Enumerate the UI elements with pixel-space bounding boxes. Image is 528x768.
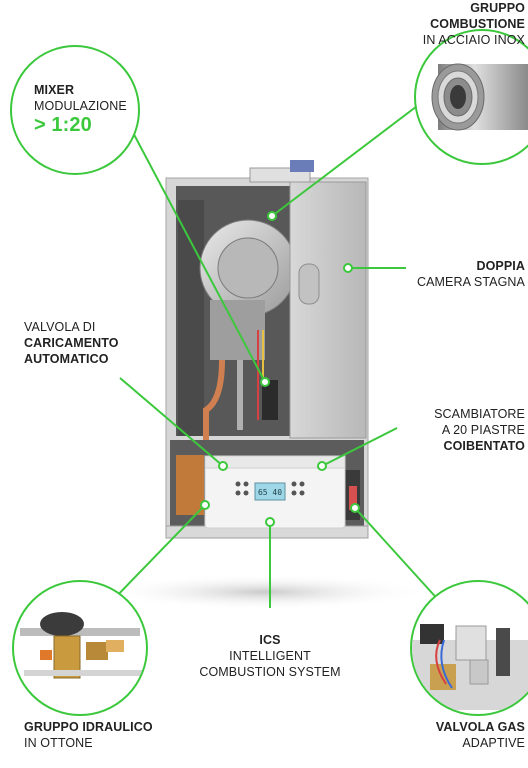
label-gruppo-idraulico-bold: GRUPPO IDRAULICO xyxy=(24,720,153,734)
leader-dots xyxy=(200,211,360,527)
label-valvola-gas: VALVOLA GAS ADAPTIVE xyxy=(436,719,525,751)
label-mixer-bold: MIXER xyxy=(34,83,75,97)
label-gruppo-idraulico-normal: IN OTTONE xyxy=(24,736,93,750)
label-valvola-caricamento: VALVOLA DI CARICAMENTO AUTOMATICO xyxy=(24,319,119,367)
leader-lines xyxy=(109,99,443,608)
label-valvola-caricamento-normal: VALVOLA DI xyxy=(24,320,96,334)
gas-valve-icon xyxy=(410,580,528,716)
boiler-illustration xyxy=(165,160,369,539)
label-mixer-highlight: > 1:20 xyxy=(34,114,92,136)
label-ics-bold: ICS xyxy=(259,633,281,647)
label-ics-normal1: INTELLIGENT xyxy=(229,649,311,663)
label-ics-normal2: COMBUSTION SYSTEM xyxy=(199,665,341,679)
combustion-group-icon xyxy=(414,29,528,165)
label-scambiatore-normal2: A 20 PIASTRE xyxy=(441,423,525,437)
label-gruppo-combustione: GRUPPO COMBUSTIONE IN ACCIAIO INOX xyxy=(423,0,525,48)
label-doppia-bold: DOPPIA xyxy=(476,259,525,273)
floor-shadow xyxy=(100,574,430,610)
label-doppia-normal: CAMERA STAGNA xyxy=(416,275,525,289)
label-mixer: MIXER MODULAZIONE > 1:20 xyxy=(34,82,127,136)
label-ics: ICS INTELLIGENT COMBUSTION SYSTEM xyxy=(190,632,350,680)
label-scambiatore-normal1: SCAMBIATORE xyxy=(434,407,525,421)
label-scambiatore-bold: COIBENTATO xyxy=(443,439,525,453)
label-valvola-caricamento-bold2: AUTOMATICO xyxy=(24,352,109,366)
label-doppia: DOPPIA CAMERA STAGNA xyxy=(417,258,525,290)
label-gruppo-combustione-bold: GRUPPO COMBUSTIONE xyxy=(430,1,525,31)
label-valvola-gas-normal: ADAPTIVE xyxy=(462,736,525,750)
hydraulic-group-icon xyxy=(12,580,148,716)
label-scambiatore: SCAMBIATORE A 20 PIASTRE COIBENTATO xyxy=(434,406,525,454)
label-valvola-caricamento-bold1: CARICAMENTO xyxy=(24,336,119,350)
label-mixer-normal: MODULAZIONE xyxy=(34,99,127,113)
mixer-circle-icon xyxy=(10,45,140,175)
label-gruppo-combustione-normal: IN ACCIAIO INOX xyxy=(422,33,525,47)
display-readout: 65 40 xyxy=(258,488,282,497)
label-valvola-gas-bold: VALVOLA GAS xyxy=(435,720,525,734)
label-gruppo-idraulico: GRUPPO IDRAULICO IN OTTONE xyxy=(24,719,153,751)
